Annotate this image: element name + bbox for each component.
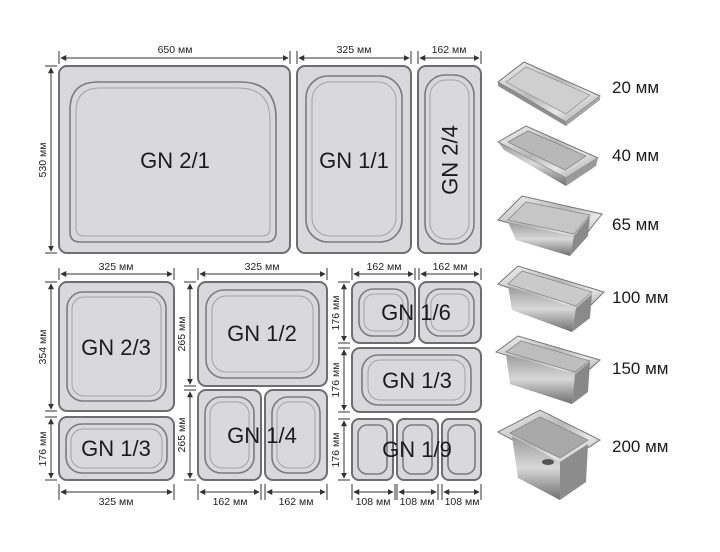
depth-20-pan-image xyxy=(497,61,601,126)
pan-gn-1-6: GN 1/6 xyxy=(351,281,482,344)
dimension-162-c: 162 мм xyxy=(264,484,328,508)
dimension-label: 325 мм xyxy=(337,44,372,56)
pan-label: GN 2/1 xyxy=(140,148,210,173)
depth-label: 100 мм xyxy=(612,288,668,307)
dimension-176-b: 176 мм xyxy=(330,281,350,344)
pan-label: GN 1/2 xyxy=(227,321,297,346)
pan-label: GN 1/3 xyxy=(382,368,452,393)
depth-label: 20 мм xyxy=(612,78,659,97)
dimension-354: 354 мм xyxy=(37,281,57,412)
depth-200-pan-image xyxy=(496,409,602,500)
pan-label: GN 1/3 xyxy=(81,436,151,461)
dimension-176-c: 176 мм xyxy=(330,347,350,413)
dimension-label: 650 мм xyxy=(158,44,193,56)
dimension-label: 176 мм xyxy=(330,433,342,468)
pan-label: GN 2/3 xyxy=(81,335,151,360)
pan-gn-1-3-left: GN 1/3 xyxy=(58,416,175,481)
dimension-label: 162 мм xyxy=(279,496,314,508)
dimension-176-a: 176 мм xyxy=(37,416,57,481)
pan-gn-1-3-right: GN 1/3 xyxy=(351,347,482,413)
depth-label: 200 мм xyxy=(612,437,668,456)
pan-gn-2-3: GN 2/3 xyxy=(58,281,175,412)
dimension-108-a: 108 мм xyxy=(351,484,396,508)
dimension-265-a: 265 мм xyxy=(176,281,196,387)
pan-label: GN 1/1 xyxy=(319,148,389,173)
dimension-label: 108 мм xyxy=(445,496,480,508)
depth-65-pan-image xyxy=(497,195,603,256)
dimension-label: 265 мм xyxy=(176,418,188,453)
dimension-265-b: 265 мм xyxy=(176,389,196,481)
dimension-label: 162 мм xyxy=(213,496,248,508)
pan-gn-1-2: GN 1/2 xyxy=(197,281,328,387)
dimension-label: 325 мм xyxy=(99,496,134,508)
dimension-162-b: 162 мм xyxy=(197,484,262,508)
depth-150-pan-image xyxy=(494,335,602,404)
pan-gn-2-1: GN 2/1 xyxy=(58,65,291,254)
dimension-label: 265 мм xyxy=(176,317,188,352)
dimension-label: 354 мм xyxy=(37,330,49,365)
dimension-162-e: 162 мм xyxy=(418,261,482,280)
dimension-325-a: 325 мм xyxy=(58,261,175,280)
dimension-label: 108 мм xyxy=(400,496,435,508)
depth-100-pan-image xyxy=(497,265,605,332)
dimension-label: 325 мм xyxy=(99,261,134,273)
depth-label: 40 мм xyxy=(612,146,659,165)
dimension-530: 530 мм xyxy=(37,65,57,254)
pan-gn-1-9: GN 1/9 xyxy=(351,418,482,481)
pan-gn-1-1: GN 1/1 xyxy=(296,65,412,254)
dimension-176-d: 176 мм xyxy=(330,418,350,481)
pan-label: GN 1/4 xyxy=(227,423,297,448)
pan-label: GN 1/9 xyxy=(382,437,452,462)
dimension-label: 176 мм xyxy=(37,432,49,467)
dimension-108-c: 108 мм xyxy=(441,484,482,508)
pan-gn-1-4: GN 1/4 xyxy=(197,389,328,481)
dimension-label: 162 мм xyxy=(432,44,467,56)
pan-label: GN 2/4 xyxy=(438,125,463,195)
dimension-label: 176 мм xyxy=(330,296,342,331)
dimension-325-b: 325 мм xyxy=(58,484,175,508)
depth-40-pan-image xyxy=(496,125,600,186)
dimension-label: 530 мм xyxy=(37,143,49,178)
pan-gn-2-4: GN 2/4 xyxy=(417,65,482,254)
dimension-162-d: 162 мм xyxy=(351,261,416,280)
dimension-label: 325 мм xyxy=(245,261,280,273)
depth-label: 150 мм xyxy=(612,359,668,378)
dimension-650: 650 мм xyxy=(58,44,291,64)
dimension-325-c: 325 мм xyxy=(197,261,328,280)
pan-label: GN 1/6 xyxy=(381,300,451,325)
depth-label: 65 мм xyxy=(612,215,659,234)
dimension-325-top: 325 мм xyxy=(296,44,412,64)
dimension-label: 176 мм xyxy=(330,363,342,398)
dimension-162-top: 162 мм xyxy=(417,44,482,64)
dimension-108-b: 108 мм xyxy=(396,484,439,508)
dimension-label: 162 мм xyxy=(433,261,468,273)
dimension-label: 108 мм xyxy=(356,496,391,508)
dimension-label: 162 мм xyxy=(367,261,402,273)
